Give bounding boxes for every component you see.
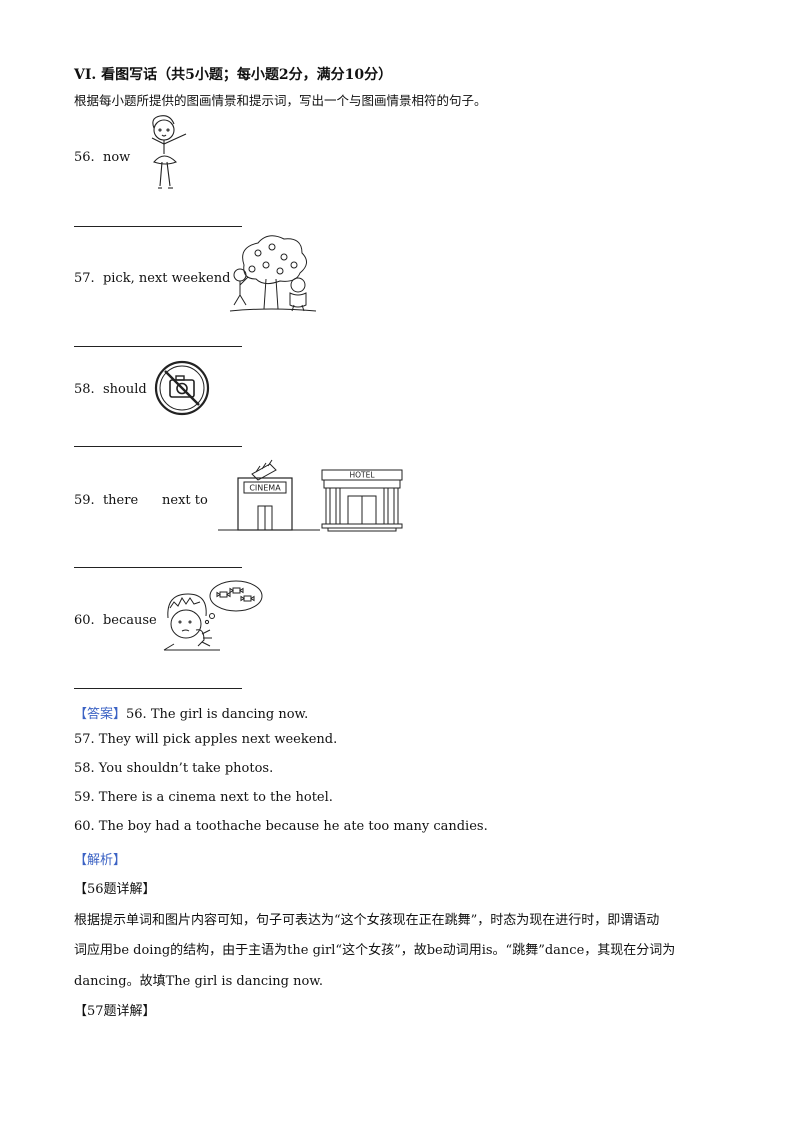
answer-text: 56. The girl is dancing now. [126, 707, 309, 722]
question-58-label: 58. should [74, 382, 147, 397]
answer-line-60[interactable] [74, 688, 242, 689]
question-hint: now [102, 150, 131, 165]
cinema-and-hotel-image: CINEMA HOTEL [218, 459, 403, 532]
answer-57: 57. They will pick apples next weekend. [74, 732, 338, 747]
question-number: 56. [74, 150, 95, 165]
answer-59: 59. There is a cinema next to the hotel. [74, 790, 333, 805]
cinema-sign-text: CINEMA [249, 484, 281, 493]
question-hint: should [102, 382, 147, 397]
answer-line-57[interactable] [74, 346, 242, 347]
answer-line-56[interactable] [74, 226, 242, 227]
analysis-tag: 【解析】 [74, 853, 127, 868]
answer-tag: 【答案】 [74, 707, 127, 722]
section-title: VI. 看图写话（共5小题；每小题2分，满分10分） [74, 67, 393, 83]
question-hint: because [102, 613, 157, 628]
answer-58: 58. You shouldn’t take photos. [74, 761, 274, 776]
question-number: 59. [74, 493, 95, 508]
q56-detail-line-2: 词应用be doing的结构，由于主语为the girl“这个女孩”，故be动词… [74, 943, 676, 958]
q56-detail-line-3: dancing。故填The girl is dancing now. [74, 974, 324, 989]
question-57-label: 57. pick, next weekend [74, 271, 230, 286]
q56-detail-line-1: 根据提示单词和图片内容可知，句子可表达为“这个女孩现在正在跳舞”，时态为现在进行… [74, 913, 660, 928]
question-56-label: 56. now [74, 150, 130, 165]
q57-detail-heading: 【57题详解】 [74, 1004, 156, 1019]
question-hint-there: there [102, 493, 139, 508]
section-instruction: 根据每小题所提供的图画情景和提示词，写出一个与图画情景相符的句子。 [74, 93, 487, 108]
answer-56: 【答案】56. The girl is dancing now. [74, 703, 308, 722]
answer-line-58[interactable] [74, 446, 242, 447]
question-number: 58. [74, 382, 95, 397]
question-number: 60. [74, 613, 95, 628]
question-hint: pick, next weekend [102, 271, 231, 286]
ballet-girl-dancing-image [151, 115, 187, 189]
no-photography-sign-image [154, 360, 210, 416]
children-picking-apples-image [229, 235, 317, 312]
answer-line-59[interactable] [74, 567, 242, 568]
boy-with-toothache-candies-image [163, 580, 263, 651]
question-60-label: 60. because [74, 613, 157, 628]
hotel-sign-text: HOTEL [349, 471, 375, 480]
question-hint-next-to: next to [162, 493, 208, 508]
question-number: 57. [74, 271, 95, 286]
answer-60: 60. The boy had a toothache because he a… [74, 819, 488, 834]
q56-detail-heading: 【56题详解】 [74, 882, 156, 897]
question-59-label: 59. there [74, 493, 138, 508]
